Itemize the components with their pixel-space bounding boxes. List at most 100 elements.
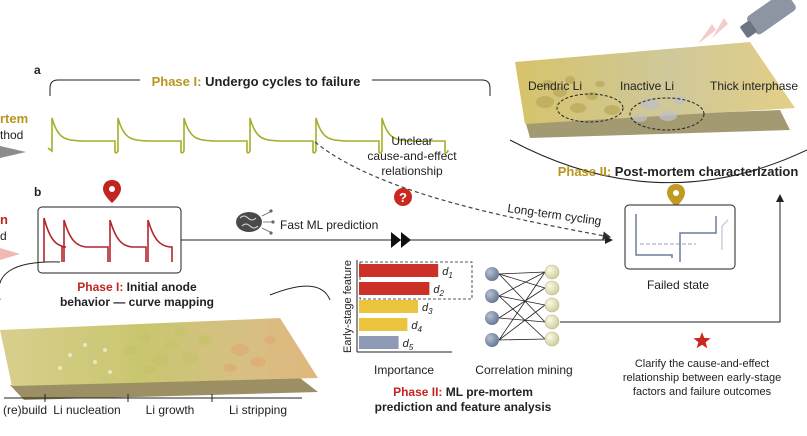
fast-ml-label: Fast ML prediction <box>280 218 378 232</box>
star-icon <box>693 332 711 349</box>
phase2-ml-line2: prediction and feature analysis <box>375 400 552 414</box>
left-arc <box>0 261 61 300</box>
output-node-1 <box>544 264 560 280</box>
phase2-ml-title-line1: Phase II: ML pre-mortem <box>393 385 533 399</box>
panel-a-letter: a <box>34 63 41 77</box>
long-term-label: Long-term cycling <box>507 201 603 228</box>
cycling-curve <box>47 117 449 154</box>
top-feature-box <box>359 261 473 300</box>
input-node-2 <box>485 289 499 303</box>
input-node-1 <box>485 267 499 281</box>
correlation-edge-2 <box>498 273 546 289</box>
fast-forward-icon <box>391 232 411 248</box>
feature-subscript-4: 4 <box>418 325 423 334</box>
clarify-arrow <box>560 194 784 323</box>
left-cut-bottom-a: thod <box>0 128 23 142</box>
input-node-4 <box>485 333 499 347</box>
anode-slab <box>0 318 318 400</box>
dashed-long-term-arrow <box>314 141 612 240</box>
correlation-edge-4 <box>498 271 546 297</box>
correlation-edge-8 <box>498 317 546 323</box>
input-node-3 <box>485 311 499 325</box>
unclear-line2: cause-and-effect <box>367 149 457 163</box>
phase1-b-title-line1: Phase I: Initial anode <box>77 280 197 294</box>
feature-subscript-5: 5 <box>409 343 414 352</box>
feature-label-4: d4 <box>411 320 422 334</box>
correlation-edge-11 <box>498 271 546 341</box>
left-arrow-b <box>0 248 20 260</box>
left-cut-top-a: rtem <box>0 111 28 126</box>
phase1-title-a: Phase I: Undergo cycles to failure <box>152 74 361 89</box>
left-cut-top-b: n <box>0 212 8 227</box>
phase1-title-a-prefix: Phase I: <box>152 74 202 89</box>
feature-label-5: d5 <box>403 338 414 352</box>
clarify-line1: Clarify the cause-and-effect <box>635 358 769 370</box>
panel-b-letter: b <box>34 185 41 199</box>
clarify-line3: factors and failure outcomes <box>633 386 772 398</box>
correlation-network <box>485 264 560 347</box>
phase2-char-text: Post-mortem characterization <box>615 164 799 179</box>
correlation-edge-10 <box>498 338 546 341</box>
interphase-label: Thick interphase <box>710 79 798 93</box>
feature-ylabel: Early-stage feature <box>342 260 354 353</box>
feature-bar-3 <box>359 300 418 313</box>
clarify-line2: relationship between early-stage <box>623 372 781 384</box>
output-node-3 <box>544 297 560 313</box>
feature-label-2: d2 <box>433 284 444 298</box>
characterization-slab <box>515 0 796 138</box>
phase1-b-line2: behavior — curve mapping <box>60 295 214 309</box>
stage-scale <box>4 394 302 402</box>
failed-curve-1 <box>635 214 673 258</box>
location-pin-red-icon <box>103 180 121 203</box>
feature-subscript-3: 3 <box>428 307 433 316</box>
feature-subscript-2: 2 <box>439 289 445 298</box>
initial-curve <box>43 217 173 262</box>
feature-bar-4 <box>359 318 408 331</box>
inactive-label: Inactive Li <box>620 79 674 93</box>
feature-label-3: d3 <box>422 302 433 316</box>
correlation-edge-3 <box>498 273 546 323</box>
left-cut-bottom-b: d <box>0 229 7 243</box>
question-icon <box>394 188 412 206</box>
correlation-edge-1 <box>498 271 546 275</box>
brain-icon <box>236 209 275 235</box>
stage-growth: Li growth <box>146 403 195 417</box>
output-node-5 <box>544 331 560 347</box>
failed-curve-3 <box>679 216 717 262</box>
feature-bar-5 <box>359 336 399 349</box>
right-arc <box>269 285 331 301</box>
instrument-icon <box>740 0 796 38</box>
correlation-edge-9 <box>498 304 546 341</box>
correlation-label: Correlation mining <box>475 363 572 377</box>
failed-state-label: Failed state <box>647 278 709 292</box>
phase2-ml-prefix: Phase II: <box>393 385 442 399</box>
phase1-b-prefix: Phase I: <box>77 280 123 294</box>
question-mark: ? <box>399 190 407 205</box>
failed-curve-4 <box>721 219 729 250</box>
unclear-line1: Unclear <box>391 134 432 148</box>
dendritic-region <box>556 93 624 123</box>
left-arrow-a <box>0 146 26 158</box>
phase1-b-line1: Initial anode <box>127 280 197 294</box>
feature-xlabel: Importance <box>374 363 434 377</box>
location-pin-gold-icon <box>667 184 685 207</box>
phase2-char-title: Phase II: Post-mortem characterization <box>558 164 799 179</box>
feature-subscript-1: 1 <box>448 271 452 280</box>
char-arc <box>509 139 807 184</box>
correlation-edge-7 <box>498 287 546 319</box>
correlation-edge-5 <box>498 295 546 306</box>
feature-bar-2 <box>359 282 430 295</box>
correlation-edge-6 <box>498 295 546 340</box>
feature-label-1: d1 <box>442 266 453 280</box>
stage-nucleation: Li nucleation <box>53 403 120 417</box>
stage-stripping: Li stripping <box>229 403 287 417</box>
phase1-title-a-text: Undergo cycles to failure <box>205 74 360 89</box>
inactive-region <box>629 97 705 131</box>
output-node-2 <box>544 280 560 296</box>
phase1-bracket <box>49 79 491 96</box>
phase2-char-prefix: Phase II: <box>558 164 611 179</box>
phase2-ml-line1: ML pre-mortem <box>446 385 533 399</box>
